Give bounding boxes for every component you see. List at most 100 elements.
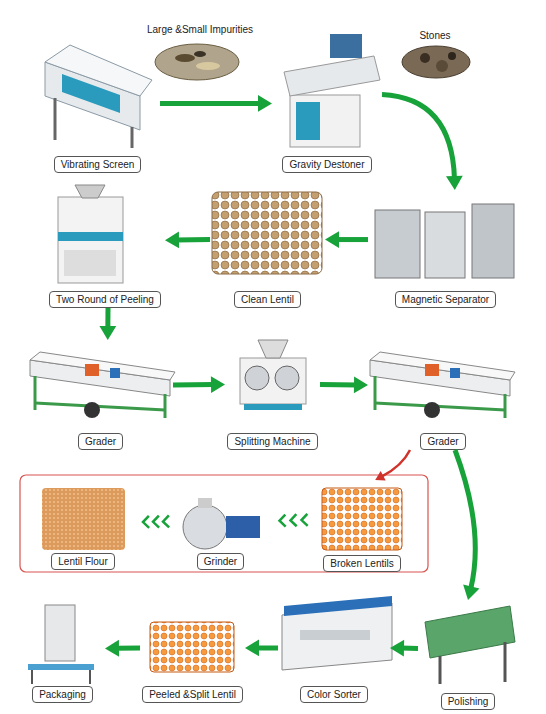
arrow-head (245, 640, 259, 657)
grader-illustration (370, 352, 515, 418)
step-label: Broken Lentils (323, 555, 400, 572)
impurities-pile (155, 44, 239, 80)
step-label: Grader (420, 433, 465, 450)
magnet-cylinder (425, 212, 465, 278)
step-label: Grinder (197, 553, 244, 570)
flow-line (256, 645, 278, 650)
screen-panel (62, 74, 120, 113)
stone (420, 53, 430, 63)
magnet-cylinder (472, 204, 514, 278)
arrow-head (99, 326, 116, 340)
flour-photo (42, 488, 125, 550)
packer-leg (31, 670, 33, 684)
flow-line (382, 450, 410, 477)
splitter-disc (245, 366, 269, 390)
flow-line (105, 308, 110, 329)
process-step: Polishing (418, 600, 518, 710)
flow-line (382, 95, 454, 179)
flow-line (160, 101, 261, 106)
impurity (196, 62, 220, 70)
material-caption: Stones (410, 30, 460, 41)
process-step: Grinder (178, 495, 263, 570)
flow-line (173, 382, 214, 388)
flow-line (455, 450, 475, 589)
peeler-stripe (58, 232, 123, 241)
polisher-leg (504, 642, 507, 682)
process-step: Grader (368, 340, 518, 450)
flow-line (320, 382, 357, 387)
arrow-head (258, 95, 272, 112)
step-label: Gravity Destoner (282, 156, 371, 173)
process-step: Gravity Destoner (272, 25, 382, 173)
arrow-head (390, 640, 404, 657)
process-step: Splitting Machine (225, 335, 320, 450)
step-label: Packaging (32, 686, 93, 703)
process-step: Color Sorter (278, 595, 390, 703)
impurity (175, 54, 195, 62)
chevron-mark (143, 516, 149, 528)
process-step: Broken Lentils (318, 480, 406, 572)
splitter-hopper (258, 340, 288, 358)
step-label: Vibrating Screen (54, 156, 142, 173)
step-label: Splitting Machine (227, 433, 317, 450)
flow-arrow (173, 376, 225, 393)
peeler-door (64, 250, 116, 276)
impurity (194, 51, 206, 57)
step-label: Magnetic Separator (395, 291, 496, 308)
flow-arrow (320, 377, 368, 394)
splitter-base (244, 404, 302, 410)
grinder-housing (183, 505, 227, 549)
flow-arrow (390, 640, 418, 657)
flow-arrow (375, 450, 410, 481)
chevron-mark (280, 515, 286, 527)
grinder-outlet (198, 498, 212, 508)
destoner-deck (284, 56, 380, 96)
flow-arrow (280, 514, 308, 527)
stone (448, 52, 456, 60)
arrow-head (105, 640, 119, 657)
step-label: Lentil Flour (51, 553, 114, 570)
arrow-head (165, 232, 179, 249)
process-step: Clean Lentil (210, 190, 325, 308)
flow-arrow (105, 640, 140, 657)
arrow-head (211, 376, 225, 393)
process-step: Magnetic Separator (368, 190, 523, 308)
step-label: Clean Lentil (234, 291, 301, 308)
screen-leg (131, 127, 134, 148)
arrow-head (354, 377, 368, 394)
sorter-chutes (300, 630, 370, 640)
destoner-panel (296, 102, 320, 140)
stone (436, 60, 448, 72)
arrow-head (375, 471, 385, 481)
peeler-hopper (75, 185, 105, 198)
process-step: Lentil Flour (38, 485, 128, 570)
grader-illustration (30, 352, 175, 418)
flow-arrow (455, 450, 479, 600)
byproduct-frame (20, 475, 428, 572)
arrow-head (325, 231, 339, 248)
step-label: Color Sorter (300, 686, 368, 703)
arrow-head (463, 584, 479, 600)
flow-arrow (165, 232, 210, 249)
splitter-disc (275, 366, 299, 390)
flow-line (401, 646, 418, 651)
chevron-mark (153, 516, 159, 528)
chevron-mark (163, 515, 169, 527)
flow-arrow (160, 95, 272, 112)
packer-body (45, 605, 75, 661)
flow-arrow (99, 308, 116, 340)
broken-photo (322, 488, 402, 550)
peeler-cabinet (58, 197, 123, 283)
polisher-drum (425, 606, 515, 658)
process-step: Two Round of Peeling (45, 180, 165, 308)
screen-leg (54, 98, 57, 140)
peeled-photo (150, 622, 234, 672)
packer-conveyor (28, 664, 94, 670)
polisher-leg (439, 656, 442, 684)
step-label: Grader (78, 433, 123, 450)
chevron-mark (291, 514, 297, 526)
flow-arrow (325, 231, 368, 248)
flow-line (176, 237, 210, 242)
